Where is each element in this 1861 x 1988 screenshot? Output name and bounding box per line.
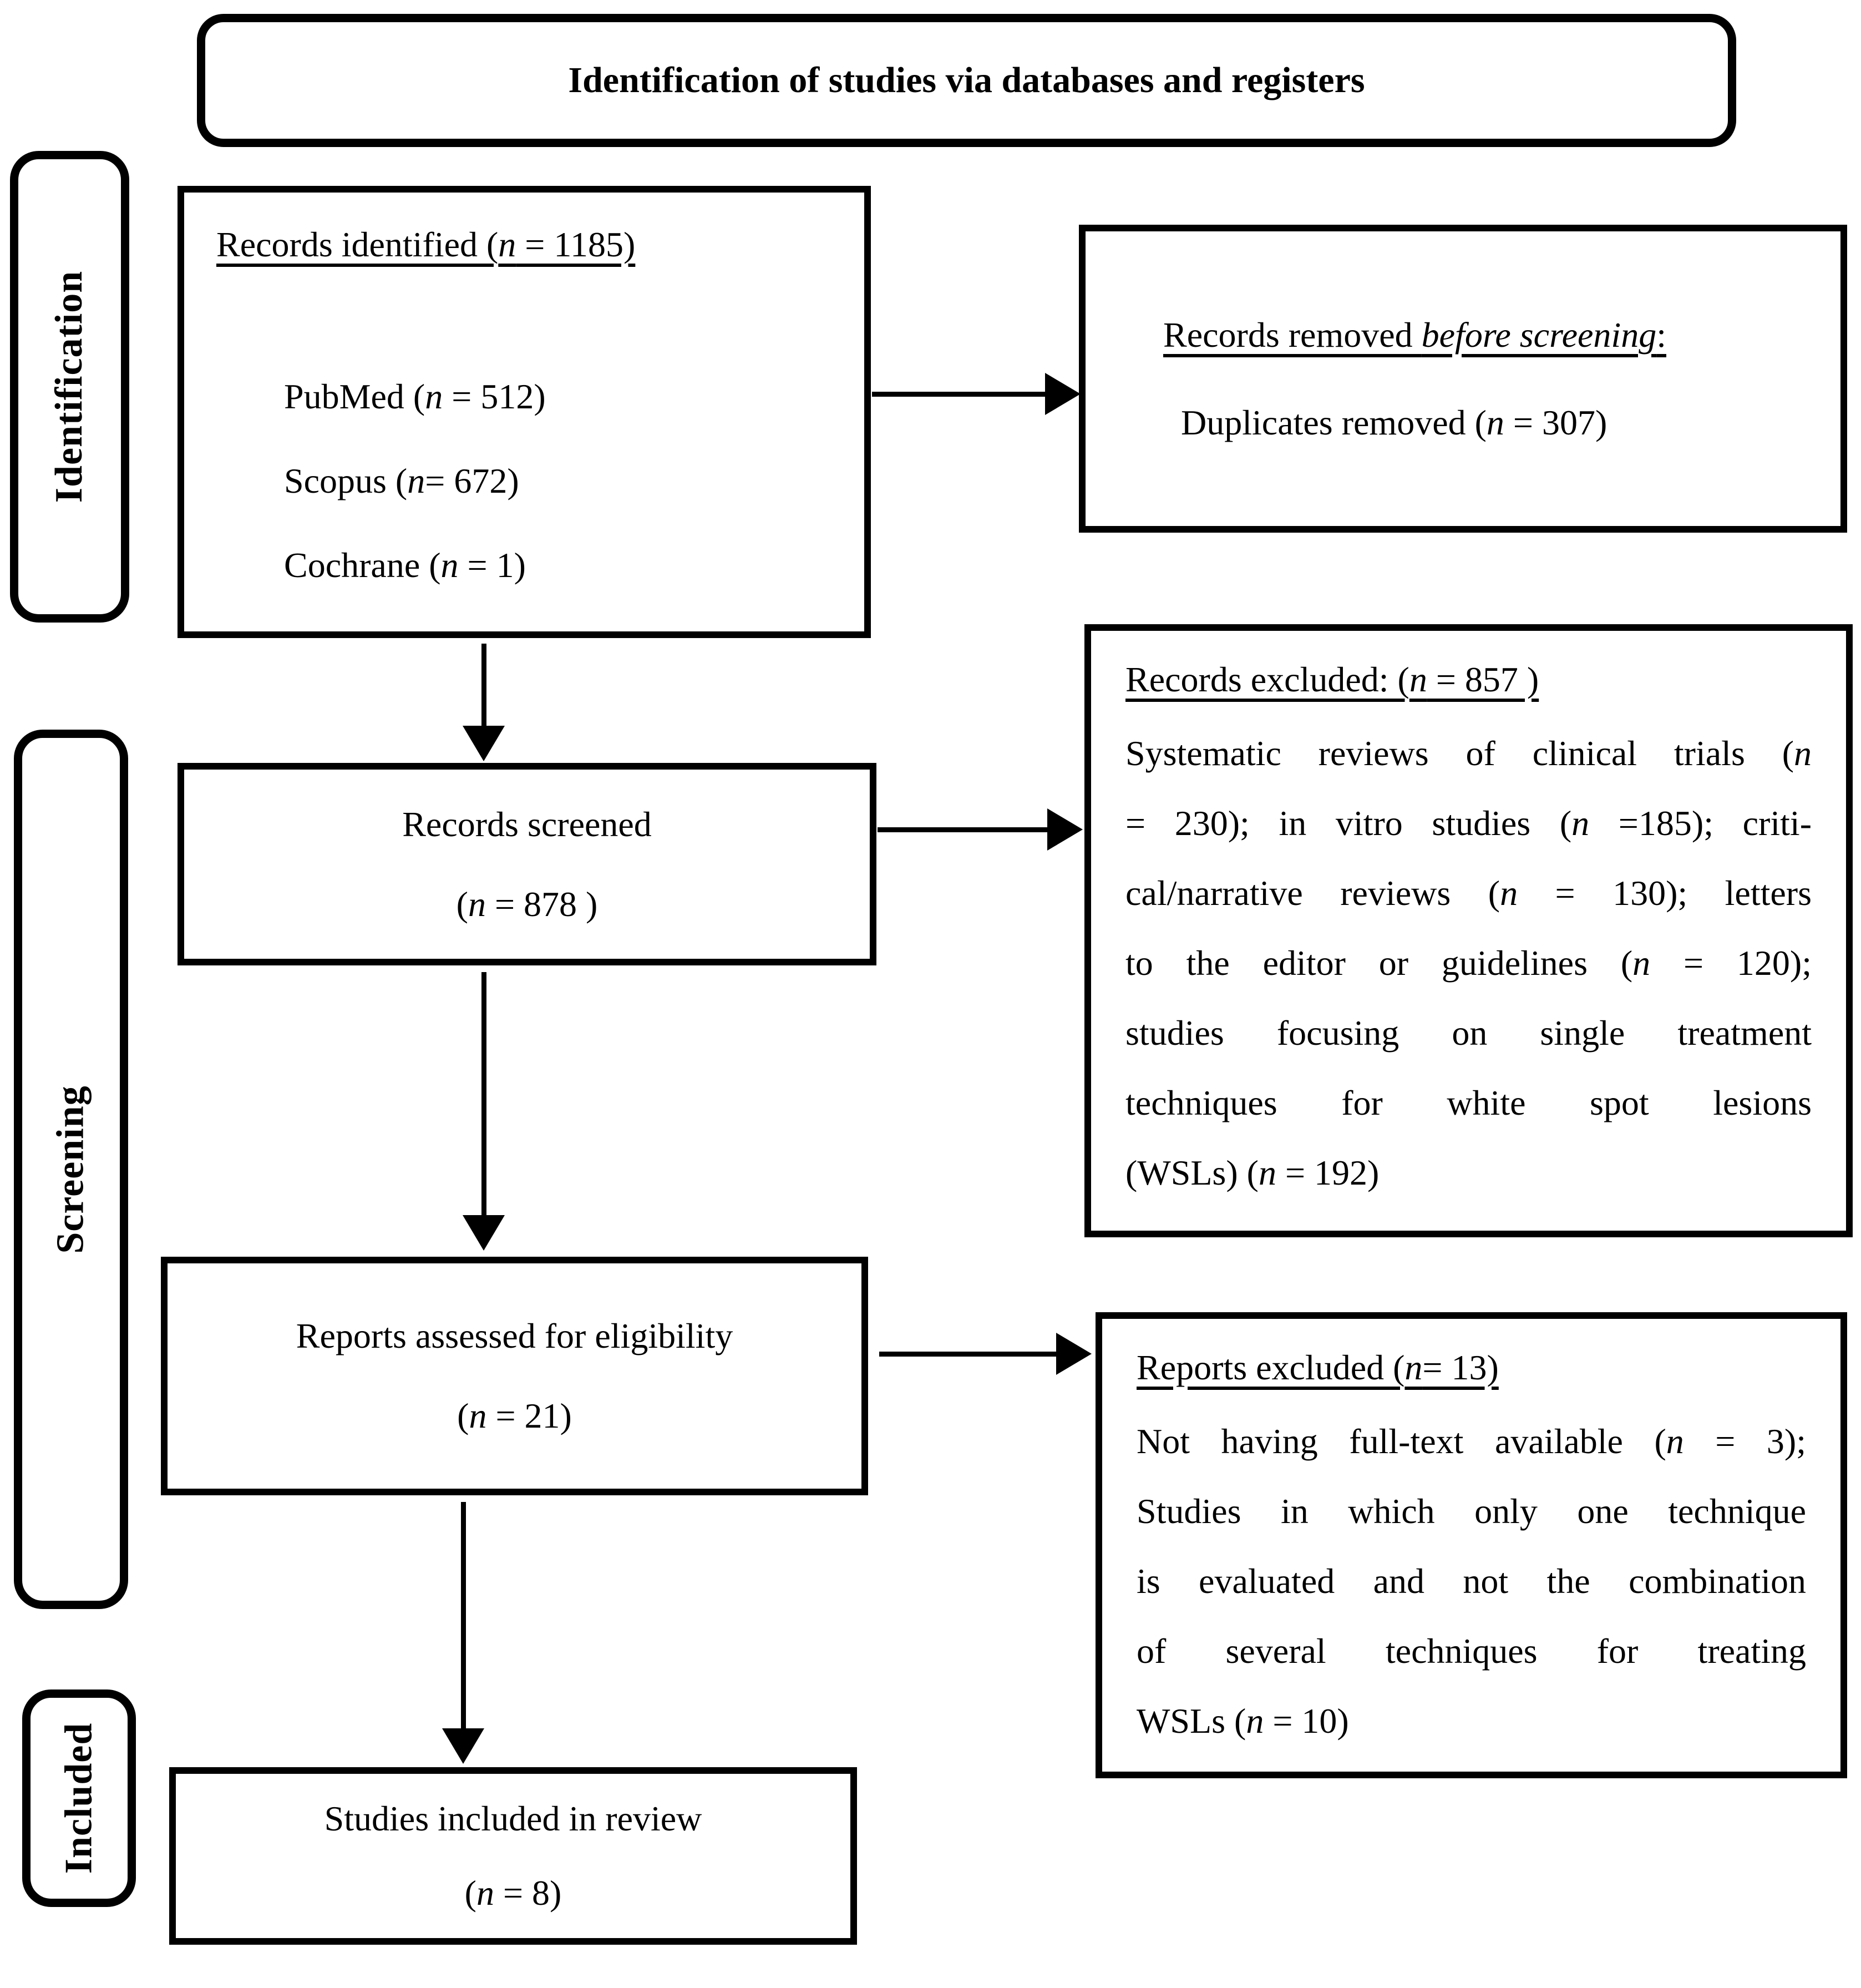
records-identified-sources: PubMed (n = 512) Scopus (n= 672) Cochran…	[216, 355, 832, 608]
arrowhead-screened-to-excluded-icon	[1047, 808, 1083, 851]
records-identified-title: Records identified (n = 1185)	[216, 225, 636, 264]
studies-included-box: Studies included in review (n = 8)	[169, 1767, 857, 1945]
records-screened-box: Records screened (n = 878 )	[178, 763, 876, 965]
stage-label-screening: Screening	[49, 1085, 93, 1254]
records-screened-count: (n = 878 )	[456, 884, 598, 924]
records-excluded-line: to the editor or guidelines (n = 120);	[1125, 943, 1812, 983]
reports-excluded-box: Reports excluded (n= 13) Not having full…	[1096, 1312, 1847, 1778]
records-removed-title-prefix: Records removed	[1163, 315, 1422, 355]
arrow-line-assessed-to-reports-excluded	[879, 1352, 1058, 1357]
records-excluded-line: cal/narrative reviews (n = 130); letters	[1125, 873, 1812, 913]
duplicates-removed-line: Duplicates removed (n = 307)	[1181, 402, 1608, 442]
arrow-line-identified-to-removed	[872, 392, 1048, 397]
arrow-line-identified-to-screened	[481, 644, 486, 728]
reports-assessed-line1: Reports assessed for eligibility	[296, 1316, 733, 1355]
reports-excluded-line: WSLs (n = 10)	[1137, 1701, 1349, 1741]
reports-assessed-box: Reports assessed for eligibility (n = 21…	[161, 1257, 868, 1495]
arrowhead-assessed-to-included-icon	[442, 1728, 484, 1764]
arrowhead-identified-to-screened-icon	[463, 726, 505, 761]
records-excluded-box: Records excluded: (n = 857 ) Systematic …	[1084, 624, 1853, 1237]
records-removed-box: Records removed before screening: Duplic…	[1079, 225, 1847, 533]
reports-excluded-title: Reports excluded (n= 13)	[1137, 1348, 1499, 1387]
records-excluded-line: Systematic reviews of clinical trials (n	[1125, 734, 1812, 773]
records-excluded-line: studies focusing on single treatment	[1125, 1013, 1812, 1053]
stage-band-included: Included	[22, 1689, 136, 1907]
records-excluded-title: Records excluded: (n = 857 )	[1125, 660, 1539, 699]
records-removed-title: Records removed before screening:	[1163, 310, 1840, 361]
arrow-line-assessed-to-included	[461, 1502, 466, 1731]
arrow-line-screened-to-assessed	[481, 972, 486, 1217]
arrowhead-screened-to-assessed-icon	[463, 1215, 505, 1251]
source-scopus: Scopus (n= 672)	[284, 461, 519, 500]
records-identified-box: Records identified (n = 1185) PubMed (n …	[178, 186, 871, 638]
reports-assessed-count: (n = 21)	[457, 1396, 572, 1435]
studies-included-line1: Studies included in review	[324, 1799, 702, 1838]
reports-excluded-line: Not having full-text available (n = 3);	[1137, 1422, 1806, 1461]
source-cochrane: Cochrane (n = 1)	[284, 545, 526, 585]
reports-excluded-line: Studies in which only one technique	[1137, 1491, 1806, 1531]
stage-label-included: Included	[57, 1722, 100, 1874]
records-excluded-line: = 230); in vitro studies (n =185); criti…	[1125, 803, 1812, 843]
source-pubmed: PubMed (n = 512)	[284, 377, 546, 416]
arrowhead-assessed-to-reports-excluded-icon	[1056, 1333, 1092, 1375]
stage-label-identification: Identification	[48, 270, 91, 503]
header-box: Identification of studies via databases …	[197, 14, 1736, 147]
arrowhead-identified-to-removed-icon	[1045, 373, 1081, 415]
records-removed-title-suffix: :	[1656, 315, 1666, 355]
arrow-line-screened-to-excluded	[878, 827, 1051, 832]
stage-band-screening: Screening	[14, 730, 128, 1609]
stage-band-identification: Identification	[10, 151, 129, 623]
records-excluded-line: techniques for white spot lesions	[1125, 1083, 1812, 1122]
diagram-title: Identification of studies via databases …	[568, 60, 1365, 100]
reports-excluded-line: of several techniques for treating	[1137, 1631, 1806, 1671]
records-excluded-line: (WSLs) (n = 192)	[1125, 1153, 1380, 1192]
reports-excluded-line: is evaluated and not the combination	[1137, 1561, 1806, 1601]
studies-included-count: (n = 8)	[464, 1873, 562, 1913]
records-removed-title-italic: before screening	[1421, 315, 1657, 355]
records-screened-line1: Records screened	[402, 804, 652, 844]
